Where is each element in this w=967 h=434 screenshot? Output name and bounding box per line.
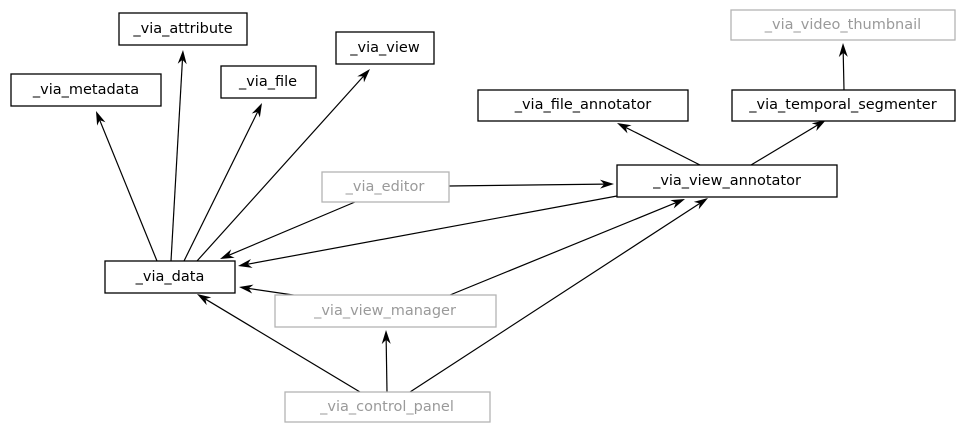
arrowhead-icon — [693, 198, 708, 210]
node-label-via-file-annotator: _via_file_annotator — [514, 97, 652, 113]
nodes-layer: _via_attribute _via_view _via_metadata _… — [10, 9, 956, 423]
node-via-view-manager: _via_view_manager — [274, 294, 497, 328]
edge-via-view-annotator-to-via-file-annotator-line — [625, 126, 701, 166]
edge-via-control-panel-to-via-view-manager-line — [385, 339, 388, 393]
node-label-via-view-annotator: _via_view_annotator — [652, 173, 801, 189]
edge-via-view-annotator-to-via-temporal-segmenter — [750, 120, 826, 166]
edge-via-data-to-via-view — [196, 69, 370, 262]
arrowhead-icon — [96, 111, 106, 126]
node-via-editor: _via_editor — [321, 171, 450, 203]
node-via-temporal-segmenter: _via_temporal_segmenter — [731, 89, 956, 122]
edge-via-data-to-via-file — [183, 103, 262, 262]
arrowhead-icon — [381, 330, 391, 345]
edge-via-data-to-via-attribute — [170, 50, 187, 262]
arrowhead-icon — [617, 123, 632, 134]
arrowhead-icon — [811, 120, 826, 132]
edge-via-editor-to-via-view-annotator-line — [448, 183, 605, 187]
edge-via-view-annotator-to-via-temporal-segmenter-line — [750, 124, 818, 166]
arrowhead-icon — [251, 103, 262, 118]
edge-via-editor-to-via-data — [220, 201, 356, 259]
arrowhead-icon — [197, 294, 212, 306]
edge-via-view-manager-to-via-view-annotator-line — [449, 202, 677, 296]
edge-via-temporal-segmenter-to-via-video-thumbnail-line — [842, 52, 845, 91]
arrowhead-icon — [357, 69, 370, 83]
node-label-via-attribute: _via_attribute — [132, 21, 232, 37]
node-label-via-editor: _via_editor — [345, 179, 425, 195]
edge-via-data-to-via-metadata-line — [99, 119, 158, 262]
node-via-control-panel: _via_control_panel — [284, 391, 491, 423]
edge-via-view-annotator-to-via-file-annotator — [617, 123, 701, 166]
arrowhead-icon — [220, 249, 235, 259]
edge-via-control-panel-to-via-view-manager — [381, 330, 391, 393]
node-via-view: _via_view — [335, 31, 435, 65]
node-label-via-control-panel: _via_control_panel — [319, 399, 454, 415]
arrowhead-icon — [238, 259, 253, 268]
node-via-data: _via_data — [104, 260, 236, 294]
node-via-view-annotator: _via_view_annotator — [616, 164, 838, 198]
node-via-video-thumbnail: _via_video_thumbnail — [730, 9, 956, 41]
edge-via-control-panel-to-via-view-annotator — [409, 198, 708, 393]
edge-via-data-to-via-view-line — [196, 75, 364, 262]
edge-via-control-panel-to-via-data — [197, 294, 361, 393]
node-via-file: _via_file — [220, 65, 317, 99]
arrowhead-icon — [177, 50, 187, 65]
edge-via-control-panel-to-via-view-annotator-line — [409, 202, 701, 393]
edge-via-data-to-via-attribute-line — [170, 59, 184, 262]
node-label-via-temporal-segmenter: _via_temporal_segmenter — [748, 97, 936, 113]
node-label-via-data: _via_data — [135, 269, 205, 285]
edge-via-temporal-segmenter-to-via-video-thumbnail — [838, 43, 848, 91]
arrowhead-icon — [599, 179, 614, 189]
node-label-via-video-thumbnail: _via_video_thumbnail — [764, 17, 921, 33]
edge-via-view-annotator-to-via-data-line — [247, 195, 618, 265]
edge-via-editor-to-via-view-annotator — [448, 179, 614, 189]
edge-via-control-panel-to-via-data-line — [205, 298, 361, 393]
node-via-attribute: _via_attribute — [118, 12, 248, 46]
edge-via-editor-to-via-data-line — [228, 201, 356, 256]
arrowhead-icon — [670, 199, 685, 209]
node-via-file-annotator: _via_file_annotator — [477, 89, 689, 122]
edges-layer — [96, 43, 848, 393]
arrowhead-icon — [838, 43, 848, 58]
arrowhead-icon — [239, 284, 254, 294]
edge-via-view-manager-to-via-data — [239, 284, 301, 297]
node-label-via-file: _via_file — [238, 74, 297, 90]
edge-via-view-annotator-to-via-data — [238, 195, 618, 268]
node-label-via-view: _via_view — [349, 40, 420, 56]
node-via-metadata: _via_metadata — [10, 73, 162, 107]
node-label-via-view-manager: _via_view_manager — [313, 303, 456, 319]
edge-via-data-to-via-file-line — [183, 111, 259, 262]
node-label-via-metadata: _via_metadata — [32, 82, 139, 98]
edge-via-data-to-via-metadata — [96, 111, 158, 262]
edge-via-view-manager-to-via-view-annotator — [449, 199, 685, 296]
